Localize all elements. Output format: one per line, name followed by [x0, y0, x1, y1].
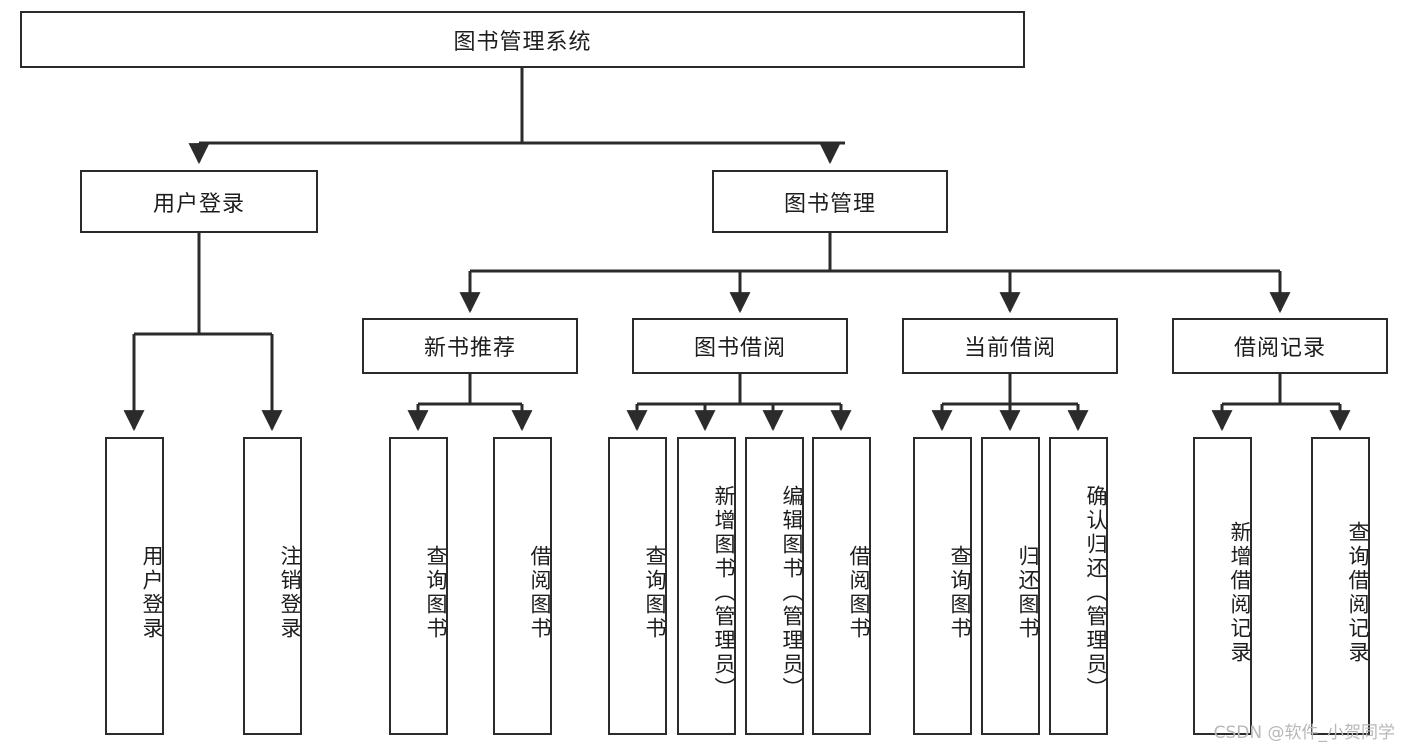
node-leaf-query-record-label: 查询借阅记录 [1346, 521, 1370, 665]
node-leaf-confirm-return-label: 确认归还（管理员） [1084, 485, 1108, 701]
node-leaf-add-book-label: 新增图书（管理员） [712, 485, 736, 701]
node-leaf-add-record-label: 新增借阅记录 [1228, 521, 1252, 665]
node-leaf-query-book-1-label: 查询图书 [424, 545, 448, 641]
node-leaf-confirm-return[interactable]: 确认归还（管理员） [1049, 437, 1108, 735]
node-leaf-borrow-book-1-label: 借阅图书 [528, 545, 552, 641]
node-book-borrow[interactable]: 图书借阅 [632, 318, 848, 374]
node-leaf-edit-book-label: 编辑图书（管理员） [780, 485, 804, 701]
node-user-login-label: 用户登录 [152, 191, 245, 217]
node-leaf-borrow-book-1[interactable]: 借阅图书 [493, 437, 552, 735]
node-leaf-query-book-1[interactable]: 查询图书 [389, 437, 448, 735]
node-book-borrow-label: 图书借阅 [693, 336, 786, 361]
node-leaf-edit-book[interactable]: 编辑图书（管理员） [745, 437, 804, 735]
node-leaf-add-book[interactable]: 新增图书（管理员） [677, 437, 736, 735]
node-leaf-borrow-book-2[interactable]: 借阅图书 [812, 437, 871, 735]
node-book-manage-label: 图书管理 [783, 191, 876, 217]
node-leaf-return-book[interactable]: 归还图书 [981, 437, 1040, 735]
node-leaf-query-record[interactable]: 查询借阅记录 [1311, 437, 1370, 735]
node-leaf-query-book-3[interactable]: 查询图书 [913, 437, 972, 735]
node-borrow-record[interactable]: 借阅记录 [1172, 318, 1388, 374]
node-leaf-query-book-3-label: 查询图书 [948, 545, 972, 641]
node-user-login[interactable]: 用户登录 [80, 170, 318, 233]
node-leaf-user-logout-label: 注销登录 [278, 545, 302, 641]
csdn-watermark: CSDN @软件_小贺同学 [1213, 723, 1395, 743]
node-root-label: 图书管理系统 [453, 29, 592, 55]
node-leaf-user-login-label: 用户登录 [140, 545, 164, 641]
node-leaf-user-logout[interactable]: 注销登录 [243, 437, 302, 735]
node-leaf-add-record[interactable]: 新增借阅记录 [1193, 437, 1252, 735]
node-current-borrow[interactable]: 当前借阅 [902, 318, 1118, 374]
node-borrow-record-label: 借阅记录 [1233, 336, 1326, 361]
node-leaf-user-login[interactable]: 用户登录 [105, 437, 164, 735]
node-leaf-return-book-label: 归还图书 [1016, 545, 1040, 641]
node-root[interactable]: 图书管理系统 [20, 11, 1025, 68]
node-book-manage[interactable]: 图书管理 [712, 170, 948, 233]
node-leaf-borrow-book-2-label: 借阅图书 [847, 545, 871, 641]
node-leaf-query-book-2[interactable]: 查询图书 [608, 437, 667, 735]
node-new-book-rec[interactable]: 新书推荐 [362, 318, 578, 374]
node-leaf-query-book-2-label: 查询图书 [643, 545, 667, 641]
node-new-book-rec-label: 新书推荐 [423, 336, 516, 361]
node-current-borrow-label: 当前借阅 [963, 336, 1056, 361]
